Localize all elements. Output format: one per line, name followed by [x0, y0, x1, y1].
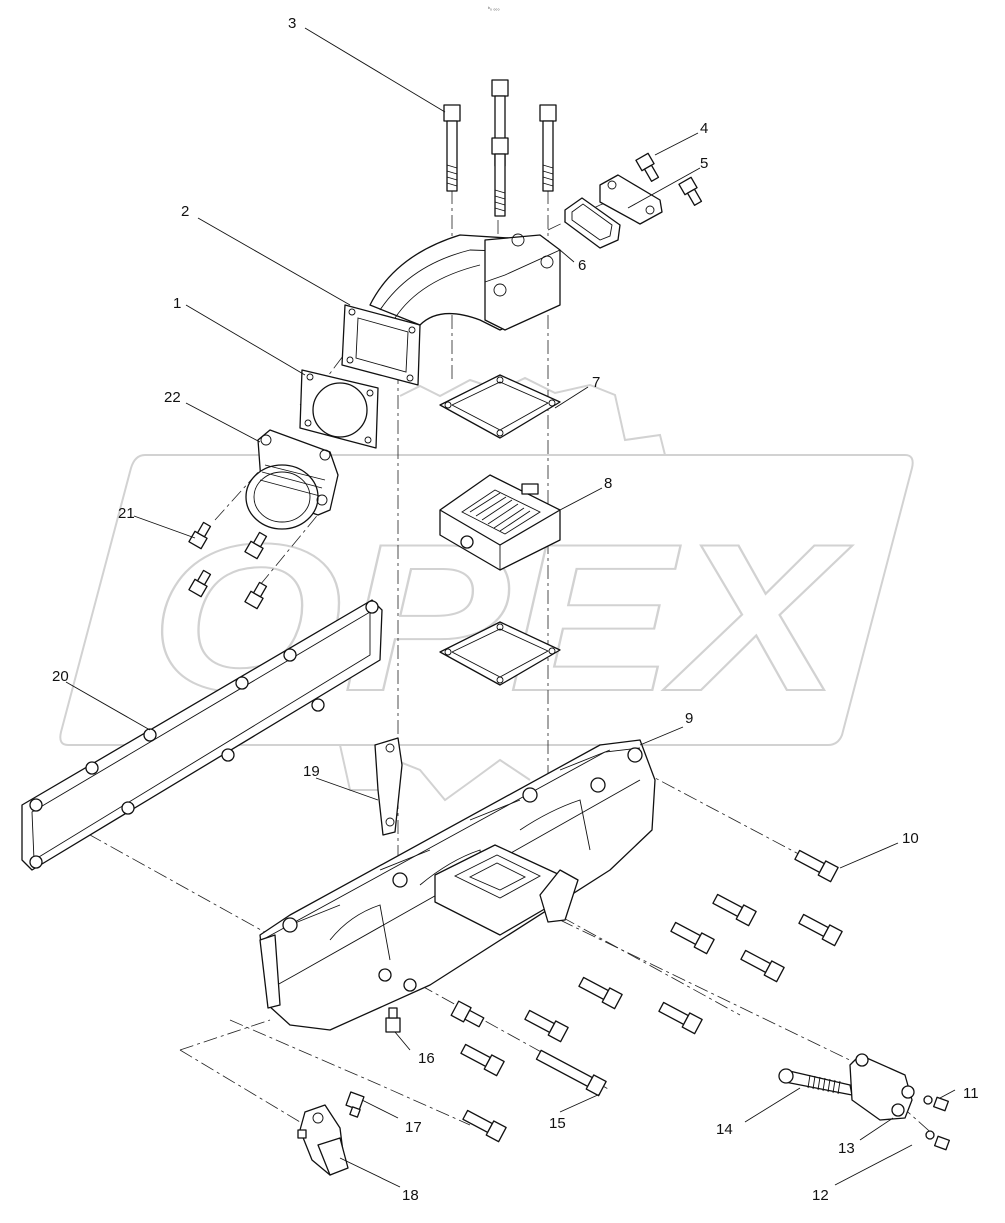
- intake-elbow: [341, 233, 561, 386]
- callout-12: 12: [812, 1187, 829, 1204]
- callout-9: 9: [685, 710, 693, 727]
- callout-1: 1: [173, 295, 181, 312]
- callout-14: 14: [716, 1121, 733, 1138]
- heater-rod: [778, 1068, 853, 1096]
- heater-gasket-upper: [439, 374, 561, 439]
- callout-8: 8: [604, 475, 612, 492]
- callout-20: 20: [52, 668, 69, 685]
- callout-16: 16: [418, 1050, 435, 1067]
- callout-6: 6: [578, 257, 586, 274]
- callout-15: 15: [549, 1115, 566, 1132]
- bracket: [374, 737, 403, 836]
- leader-lines: [65, 27, 956, 1188]
- callout-11: 11: [963, 1085, 979, 1102]
- heater-bolts: [188, 521, 268, 610]
- intake-heater-unit: [245, 429, 339, 530]
- callout-17: 17: [405, 1119, 422, 1136]
- heater-gasket-lower: [439, 621, 561, 686]
- sensor-bolt: [345, 1091, 365, 1118]
- callout-21: 21: [118, 505, 135, 522]
- header-mark: ᵇ₀ ₀₀₀: [488, 6, 500, 12]
- flange-gasket: [299, 369, 379, 449]
- callout-13: 13: [838, 1140, 855, 1157]
- map-sensor: [297, 1104, 349, 1176]
- plug: [385, 1007, 401, 1033]
- grid-heater: [439, 474, 561, 571]
- callout-19: 19: [303, 763, 320, 780]
- manifold-bolts: [450, 849, 843, 1143]
- intake-manifold: [259, 739, 656, 1031]
- cover-plate: [599, 174, 663, 225]
- callout-7: 7: [592, 374, 600, 391]
- callout-3: 3: [288, 15, 296, 32]
- housing-screws: [923, 1095, 950, 1151]
- cover-bolts: [635, 152, 703, 206]
- callout-10: 10: [902, 830, 919, 847]
- callout-2: 2: [181, 203, 189, 220]
- callout-4: 4: [700, 120, 708, 137]
- callout-18: 18: [402, 1187, 419, 1204]
- callout-5: 5: [700, 155, 708, 172]
- callout-22: 22: [164, 389, 181, 406]
- manifold-gasket: [21, 599, 383, 871]
- callout-labels: 3 2 1 22 21 20 19 4 5 6 7 8 9 10 11 13 1…: [52, 15, 979, 1204]
- heater-housing: [849, 1053, 915, 1121]
- cover-gasket: [564, 197, 621, 249]
- long-bolts: [443, 79, 557, 217]
